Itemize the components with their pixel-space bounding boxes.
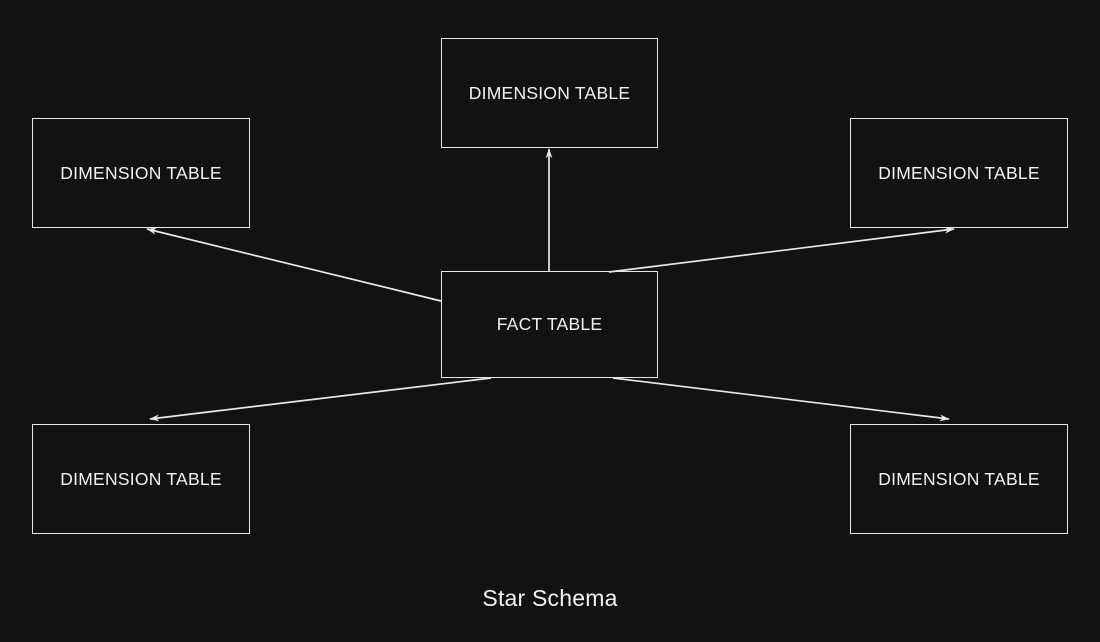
edge-fact-to-dim-bottom-left bbox=[149, 377, 492, 422]
edge-fact-to-dim-top-right bbox=[608, 226, 955, 273]
node-label: DIMENSION TABLE bbox=[60, 162, 222, 183]
node-label: DIMENSION TABLE bbox=[468, 82, 631, 103]
node-dimension-table-top-left[interactable]: DIMENSION TABLE bbox=[32, 118, 250, 228]
node-fact-table[interactable]: FACT TABLE bbox=[441, 271, 658, 378]
edge-fact-to-dim-top-left bbox=[146, 227, 442, 302]
diagram-caption: Star Schema bbox=[482, 585, 618, 611]
node-dimension-table-bottom-left[interactable]: DIMENSION TABLE bbox=[32, 424, 250, 534]
node-label: DIMENSION TABLE bbox=[878, 468, 1040, 489]
node-label: DIMENSION TABLE bbox=[878, 162, 1040, 183]
node-dimension-table-top[interactable]: DIMENSION TABLE bbox=[441, 38, 658, 148]
edge-fact-to-dim-bottom-right bbox=[612, 377, 950, 422]
node-label: DIMENSION TABLE bbox=[60, 468, 222, 489]
node-dimension-table-top-right[interactable]: DIMENSION TABLE bbox=[850, 118, 1068, 228]
node-dimension-table-bottom-right[interactable]: DIMENSION TABLE bbox=[850, 424, 1068, 534]
node-label: FACT TABLE bbox=[496, 314, 603, 334]
